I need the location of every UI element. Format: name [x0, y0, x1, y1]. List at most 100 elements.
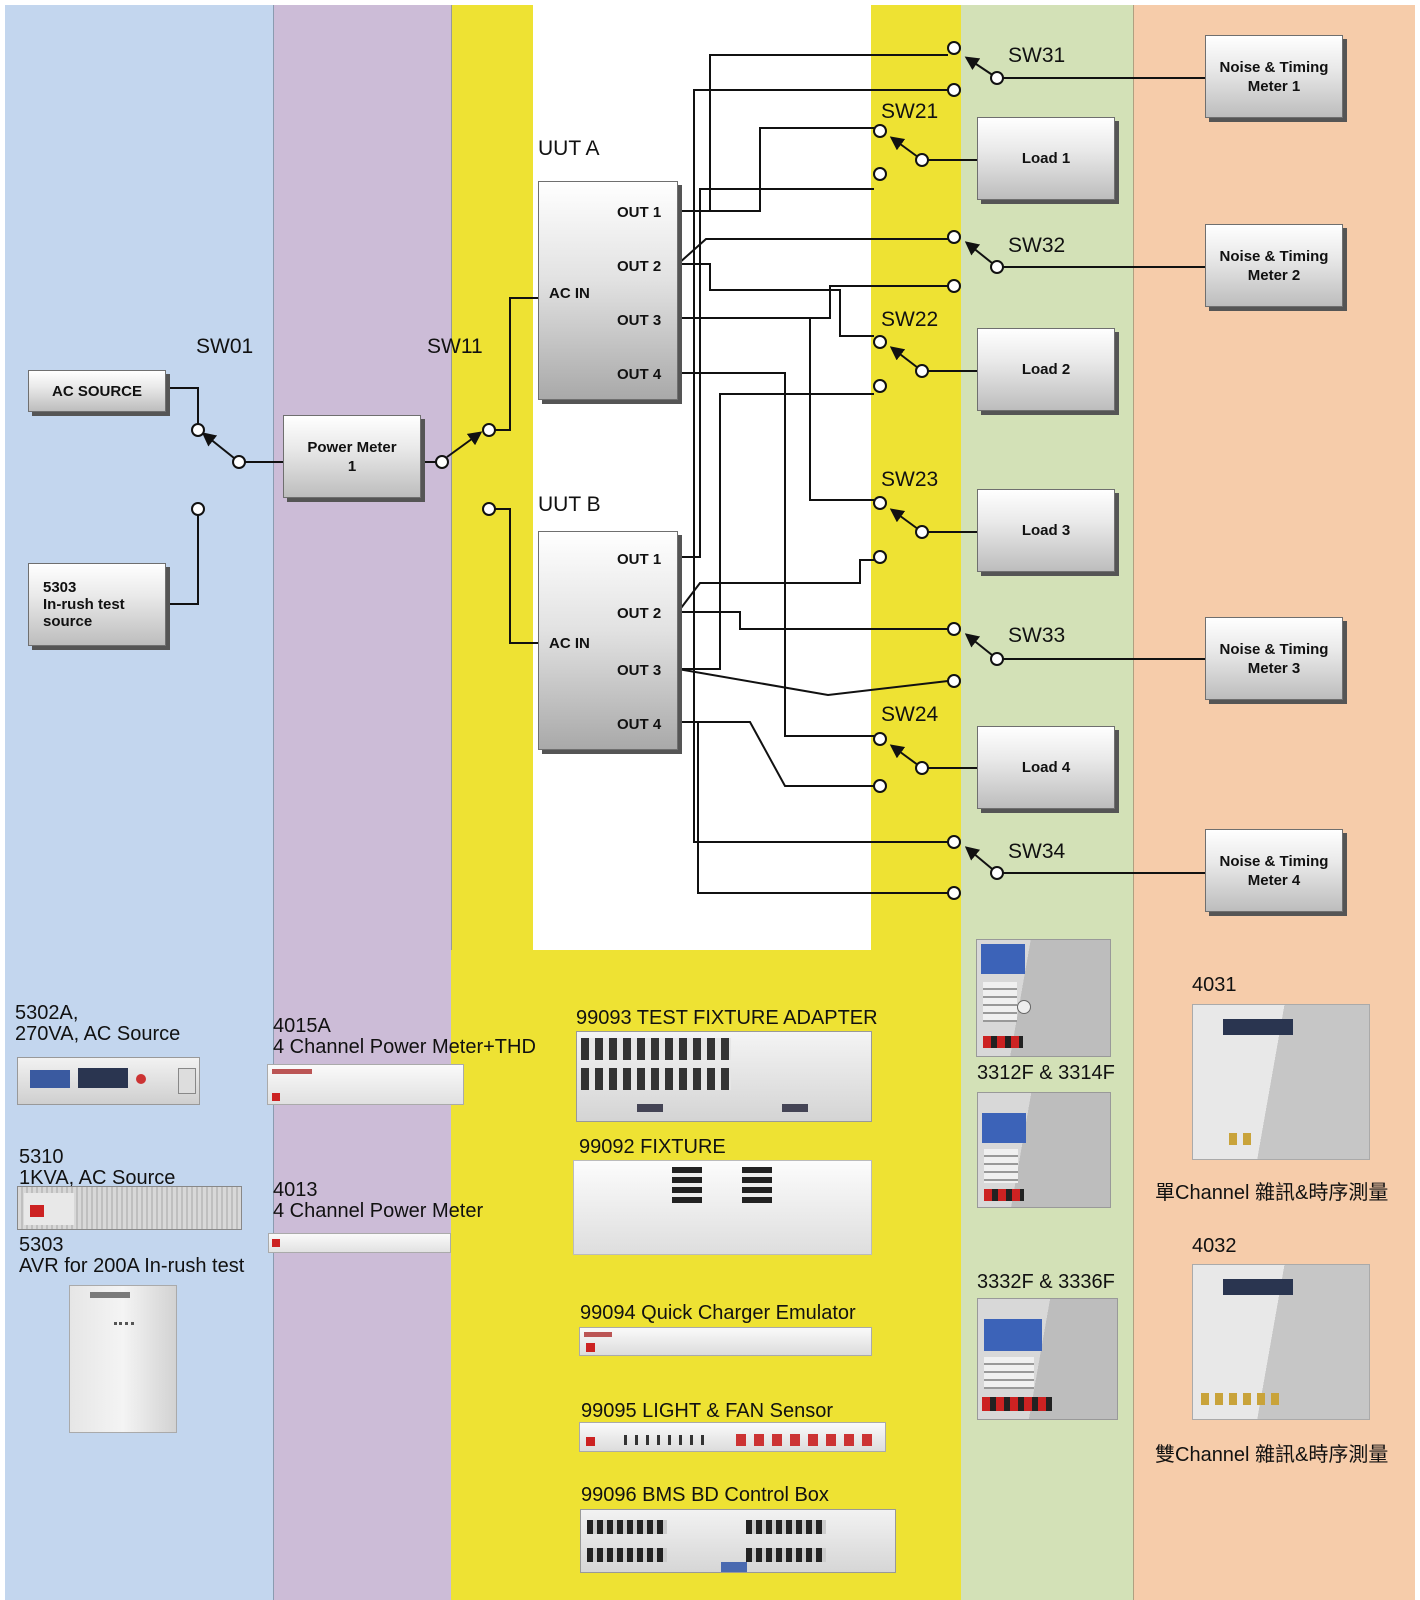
wire-b-out3 — [678, 393, 874, 670]
load-4-label: Load 4 — [1021, 759, 1071, 776]
wire-b-out4-b — [678, 721, 948, 894]
noise-meter-4-label: Noise & Timing Meter 4 — [1219, 852, 1329, 889]
sw11-terminal-b — [482, 502, 496, 516]
sw34-label: SW34 — [1008, 840, 1066, 863]
product-99094-image — [579, 1327, 872, 1356]
uut-b-title: UUT B — [538, 493, 601, 516]
sw01-arm — [201, 432, 240, 463]
product-99092-caption: 99092 FIXTURE — [579, 1136, 726, 1158]
product-4032-image — [1192, 1264, 1370, 1420]
product-3312f-caption: 3312F & 3314F — [977, 1062, 1115, 1084]
uut-a-out2: OUT 2 — [617, 258, 662, 275]
sw31-label: SW31 — [1008, 44, 1066, 67]
sw34-terminal-b — [947, 886, 961, 900]
sw22-label: SW22 — [881, 308, 939, 331]
product-99094-caption: 99094 Quick Charger Emulator — [580, 1302, 856, 1324]
uut-b-out4: OUT 4 — [617, 716, 662, 733]
noise-meter-3-box[interactable]: Noise & Timing Meter 3 — [1205, 617, 1343, 700]
load-3-label: Load 3 — [1021, 522, 1071, 539]
product-5310-image — [17, 1186, 242, 1230]
wire-b-out3-b — [677, 668, 949, 697]
sw11-terminal-a — [482, 423, 496, 437]
uut-b-box[interactable]: OUT 1 OUT 2 AC IN OUT 3 OUT 4 — [538, 531, 678, 750]
sw32-terminal-common — [990, 260, 1004, 274]
uut-a-box[interactable]: AC IN OUT 1 OUT 2 OUT 3 OUT 4 — [538, 181, 678, 400]
column-uut-left — [451, 5, 533, 950]
product-4032-desc: 雙Channel 雜訊&時序測量 — [1155, 1444, 1389, 1466]
sw31-terminal-common — [990, 71, 1004, 85]
load-3-box[interactable]: Load 3 — [977, 489, 1115, 572]
sw32-terminal-a — [947, 230, 961, 244]
product-4031-desc: 單Channel 雜訊&時序測量 — [1155, 1182, 1389, 1204]
uut-b-out3: OUT 3 — [617, 662, 662, 679]
load-1-box[interactable]: Load 1 — [977, 117, 1115, 200]
product-5310-caption: 5310 1KVA, AC Source — [19, 1146, 176, 1189]
product-99095-caption: 99095 LIGHT & FAN Sensor — [581, 1400, 833, 1422]
wire-b-out2-b — [678, 611, 948, 630]
uut-a-title: UUT A — [538, 137, 600, 160]
wire-ac-source — [166, 387, 199, 425]
product-99093-image — [576, 1031, 872, 1122]
product-5303-caption: 5303 AVR for 200A In-rush test — [19, 1234, 245, 1277]
wire-a-out2 — [677, 238, 948, 265]
product-4013-caption: 4013 4 Channel Power Meter — [273, 1179, 484, 1222]
load-2-box[interactable]: Load 2 — [977, 328, 1115, 411]
wire-a-out3 — [678, 317, 874, 501]
load-4-box[interactable]: Load 4 — [977, 726, 1115, 809]
product-99096-caption: 99096 BMS BD Control Box — [581, 1484, 829, 1506]
column-divider-3 — [1133, 5, 1134, 1600]
sw32-terminal-b — [947, 279, 961, 293]
sw24-label: SW24 — [881, 703, 939, 726]
column-divider-1 — [273, 5, 274, 1600]
uut-a-out1: OUT 1 — [617, 204, 662, 221]
sw22-terminal-common — [915, 364, 929, 378]
sw24-terminal-a — [873, 732, 887, 746]
sw11-arm — [446, 431, 483, 458]
sw11-terminal-common — [435, 455, 449, 469]
uut-b-out2: OUT 2 — [617, 605, 662, 622]
product-4032-caption: 4032 — [1192, 1235, 1237, 1257]
load-2-label: Load 2 — [1021, 361, 1071, 378]
wire-inrush — [166, 515, 199, 605]
wire-b-out2 — [677, 559, 874, 613]
sw31-terminal-b — [947, 83, 961, 97]
product-5303-image — [69, 1285, 177, 1433]
column-uut-white — [533, 5, 871, 950]
sw24-terminal-common — [915, 761, 929, 775]
product-4015a-image — [267, 1064, 464, 1105]
uut-a-ac-in: AC IN — [549, 285, 590, 302]
product-4031-image — [1192, 1004, 1370, 1160]
power-meter-box[interactable]: Power Meter 1 — [283, 415, 421, 498]
wire-b-out4 — [678, 721, 874, 787]
sw01-label: SW01 — [196, 335, 254, 358]
sw23-terminal-b — [873, 550, 887, 564]
uut-b-out1: OUT 1 — [617, 551, 662, 568]
sw33-terminal-a — [947, 622, 961, 636]
noise-meter-4-box[interactable]: Noise & Timing Meter 4 — [1205, 829, 1343, 912]
ac-source-box[interactable]: AC SOURCE — [28, 370, 166, 412]
wire-sw11-uutb — [495, 508, 538, 644]
product-99093-caption: 99093 TEST FIXTURE ADAPTER — [576, 1007, 878, 1029]
ac-source-label: AC SOURCE — [51, 382, 142, 400]
product-3312f-image-1 — [976, 939, 1111, 1057]
sw23-terminal-common — [915, 525, 929, 539]
sw32-label: SW32 — [1008, 234, 1066, 257]
uut-a-out4: OUT 4 — [617, 366, 662, 383]
wire-a-out1 — [678, 54, 948, 212]
uut-b-ac-in: AC IN — [549, 635, 590, 652]
sw21-terminal-common — [915, 153, 929, 167]
noise-meter-1-box[interactable]: Noise & Timing Meter 1 — [1205, 35, 1343, 118]
sw23-terminal-a — [873, 496, 887, 510]
noise-meter-2-box[interactable]: Noise & Timing Meter 2 — [1205, 224, 1343, 307]
sw33-terminal-b — [947, 674, 961, 688]
sw22-terminal-a — [873, 335, 887, 349]
sw33-label: SW33 — [1008, 624, 1066, 647]
wire-a-out1-b — [678, 127, 874, 212]
product-4015a-caption: 4015A 4 Channel Power Meter+THD — [273, 1015, 536, 1058]
sw21-terminal-b — [873, 167, 887, 181]
sw34-terminal-a — [947, 835, 961, 849]
noise-meter-3-label: Noise & Timing Meter 3 — [1219, 640, 1329, 677]
inrush-source-box[interactable]: 5303 In-rush test source — [28, 563, 166, 646]
sw21-terminal-a — [873, 124, 887, 138]
